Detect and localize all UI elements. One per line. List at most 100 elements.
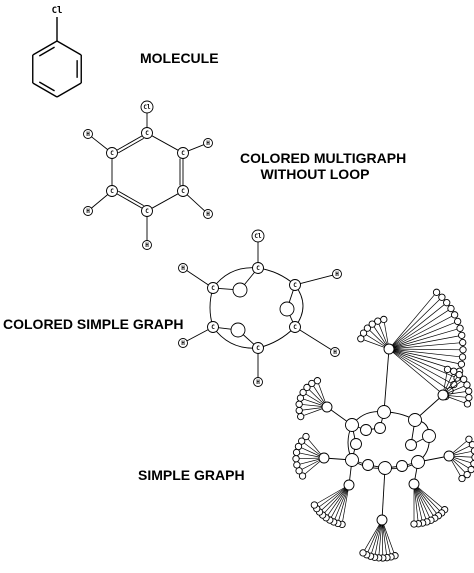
ring-arc xyxy=(257,326,296,349)
fan-bottom-left-edge xyxy=(314,484,350,506)
chlorine-atom xyxy=(140,100,154,114)
graph-vertex xyxy=(377,405,391,419)
fan-upper-right-edge xyxy=(388,348,463,358)
graph-vertex xyxy=(378,461,392,475)
fan-upper-right-edge xyxy=(388,327,461,350)
chlorine-atom-label: Cl xyxy=(143,104,151,111)
hydrogen-atom-label: H xyxy=(145,242,149,249)
carbon-atom-label: C xyxy=(145,130,149,137)
carbon-atom-label: C xyxy=(293,324,297,331)
fan-bottom-left-edge xyxy=(329,484,350,521)
hydrogen-atom xyxy=(142,240,152,250)
fan-left-leaf xyxy=(308,379,316,388)
fan-bottom-right-edge xyxy=(413,483,428,522)
carbon-atom xyxy=(106,185,118,197)
hydrogen-atom xyxy=(332,269,342,279)
fan-bottom-right-edge xyxy=(413,483,442,514)
fan-upper-right-edge xyxy=(388,348,446,397)
fan-bottom-left-edge xyxy=(325,484,350,518)
hydrogen-atom-label: H xyxy=(333,349,337,356)
h-edge xyxy=(300,274,333,285)
carbon-atom-label: C xyxy=(256,345,260,352)
fan-bottom-right-edge xyxy=(413,483,419,524)
fan-upper-right-leaf xyxy=(432,288,441,296)
graph-edge xyxy=(381,467,386,521)
fan-bottom-right-edge xyxy=(413,483,436,519)
graph-edge xyxy=(243,271,255,286)
fan-upper-right-edge xyxy=(388,348,462,365)
h-edge xyxy=(186,329,209,342)
fan-lower-left-leaf xyxy=(298,472,307,480)
carbon-atom-label: C xyxy=(110,188,114,195)
fan-bottom-right-edge xyxy=(413,483,439,516)
fan-upper-left-leaf xyxy=(374,317,382,325)
fan-right-leaf xyxy=(455,371,463,379)
simple-graph xyxy=(292,288,474,562)
fan-upper-right-edge xyxy=(388,302,447,350)
carbon-atom-label: C xyxy=(181,150,185,157)
fan-upper-right-leaf xyxy=(454,317,462,326)
fan-upper-right-leaf xyxy=(438,293,446,301)
fan-upper-right-edge xyxy=(388,335,462,350)
graph-vertex xyxy=(345,418,359,432)
fan-lower-right-leaf xyxy=(467,465,474,474)
chlorine-label: Cl xyxy=(52,6,63,16)
molecule-structure: Cl xyxy=(32,6,82,98)
fan-bottom-left-edge xyxy=(319,484,350,513)
graph-vertex xyxy=(343,479,355,491)
graph-vertex xyxy=(321,401,333,413)
ring-edge xyxy=(116,135,143,151)
fan-lower-right-leaf xyxy=(471,453,474,461)
caption-colored-simple-graph: COLORED SIMPLE GRAPH xyxy=(3,316,184,332)
fan-right-leaf xyxy=(463,381,471,389)
carbon-atom xyxy=(207,282,219,294)
fan-upper-right-leaf xyxy=(450,311,459,319)
fan-bottom-edge xyxy=(381,519,392,557)
ring-edge xyxy=(116,193,143,209)
carbon-atom xyxy=(207,321,219,333)
hydrogen-atom-label: H xyxy=(86,208,90,215)
bond-vertex xyxy=(279,301,295,317)
fan-upper-right-edge xyxy=(388,348,451,392)
carbon-atom-label: C xyxy=(256,265,260,272)
graph-vertex xyxy=(405,439,417,451)
graph-vertex xyxy=(374,422,386,434)
hydrogen-atom xyxy=(253,377,263,387)
fan-upper-right-edge xyxy=(388,348,458,379)
fan-lower-left-leaf xyxy=(298,437,306,445)
h-edge xyxy=(186,270,209,286)
carbon-atom-label: C xyxy=(211,285,215,292)
fan-upper-right-leaf xyxy=(459,338,467,347)
carbon-atom-label: C xyxy=(181,188,185,195)
fan-bottom-edge xyxy=(370,519,383,557)
caption-multigraph-line2: WITHOUT LOOP xyxy=(260,166,370,182)
hydrogen-atom xyxy=(178,263,188,273)
fan-lower-left-leaf xyxy=(302,432,310,441)
graph-edge xyxy=(383,348,390,413)
caption-simple-graph: SIMPLE GRAPH xyxy=(138,467,245,483)
fan-bottom-left-edge xyxy=(333,484,350,523)
graph-edge xyxy=(288,290,294,304)
hydrogen-atom xyxy=(83,206,93,216)
fan-left-leaf xyxy=(313,377,322,385)
hydrogen-atom-label: H xyxy=(181,340,185,347)
graph-edge xyxy=(242,333,255,345)
caption-multigraph-line1: COLORED MULTIGRAPH xyxy=(240,150,407,166)
fan-lower-right-leaf xyxy=(465,435,473,443)
fan-upper-left-leaf xyxy=(380,315,388,324)
fan-bottom-leaf xyxy=(359,549,367,557)
fan-upper-right-edge xyxy=(388,348,463,351)
fan-bottom-left-edge xyxy=(322,484,350,516)
hydrogen-atom xyxy=(83,129,93,139)
carbon-atom xyxy=(141,127,153,139)
fan-lower-left-leaf xyxy=(294,442,303,451)
h-edge xyxy=(186,194,205,212)
hydrogen-atom xyxy=(178,338,188,348)
fan-bottom-edge xyxy=(366,519,383,555)
fan-upper-right-leaf xyxy=(458,353,467,361)
ring-arc xyxy=(257,267,296,286)
h-edge xyxy=(91,136,108,150)
